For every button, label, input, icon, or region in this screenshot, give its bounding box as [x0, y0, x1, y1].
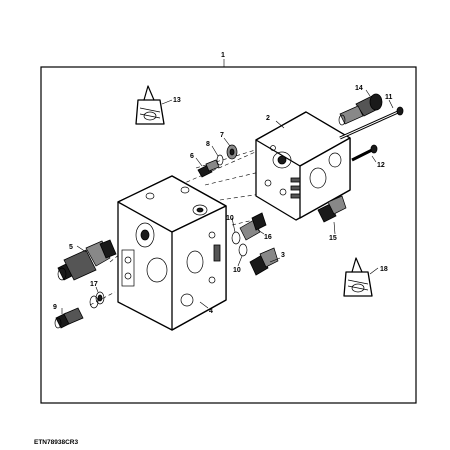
callout-16: 16 [264, 234, 272, 241]
assembly-callout: 1 [221, 52, 225, 59]
callout-18: 18 [380, 266, 388, 273]
callout-11: 11 [385, 94, 393, 101]
callout-14: 14 [355, 85, 363, 92]
plug-part-16 [239, 212, 267, 241]
seal-kit-bag-part-18 [343, 257, 373, 297]
tie-bolt-part-11 [339, 106, 404, 140]
callout-5: 5 [69, 244, 73, 251]
assembly-frame [40, 66, 417, 404]
seal-part-8 [216, 154, 224, 166]
callout-9: 9 [53, 304, 57, 311]
figure-code: ETN78938CR3 [34, 439, 78, 446]
leader-lines [61, 89, 394, 314]
plug-part-3 [249, 247, 279, 276]
callout-4: 4 [209, 308, 213, 315]
callout-13: 13 [173, 97, 181, 104]
callout-6: 6 [190, 153, 194, 160]
solenoid-part-14 [338, 93, 383, 126]
callout-12: 12 [377, 162, 385, 169]
seal-kit-bag-part-13 [135, 85, 165, 125]
callout-10-lower: 10 [233, 267, 241, 274]
seal-ring-part-10-lower [238, 243, 248, 257]
cartridge-valve-part-5 [57, 239, 117, 281]
seal-rings-part-17 [89, 291, 105, 309]
callout-7: 7 [220, 132, 224, 139]
callout-2: 2 [266, 115, 270, 122]
callout-17: 17 [90, 281, 98, 288]
plug-part-7 [226, 144, 238, 160]
valve-section-part-2 [255, 111, 351, 221]
callout-8: 8 [206, 141, 210, 148]
bolt-part-12 [351, 144, 378, 162]
callouts: 2 3 4 5 6 7 8 9 10 10 11 12 13 14 15 16 … [53, 85, 393, 315]
plug-part-9 [54, 307, 84, 329]
valve-body-part-4 [117, 175, 227, 331]
plug-part-15 [317, 195, 347, 223]
callout-10-upper: 10 [226, 215, 234, 222]
callout-3: 3 [281, 252, 285, 259]
callout-15: 15 [329, 235, 337, 242]
seal-ring-part-10-upper [231, 231, 241, 245]
fitting-part-6 [197, 159, 220, 178]
